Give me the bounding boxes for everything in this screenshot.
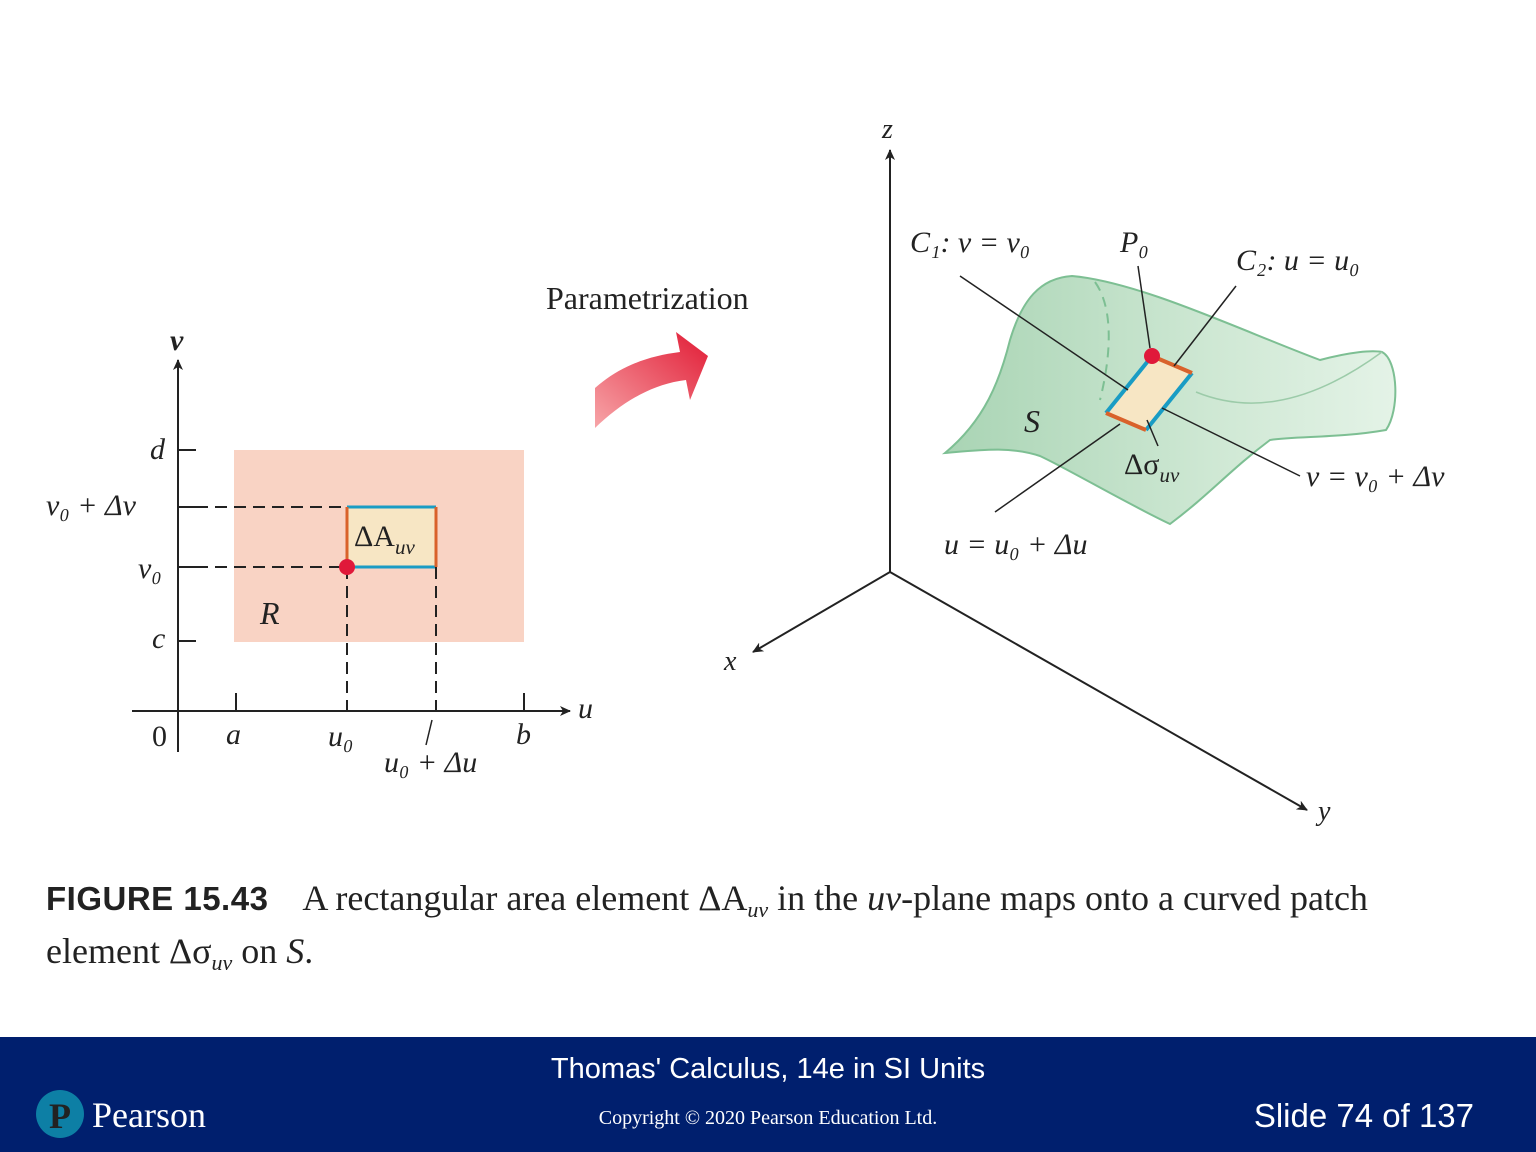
caption-plane-symbol: uv	[867, 878, 902, 918]
caption-text-3: -plane maps onto a curved patch element	[46, 878, 1368, 971]
patch-element	[1106, 356, 1192, 430]
label-u0-du: u₀ + Δu	[384, 746, 477, 779]
curved-red-arrow	[595, 332, 708, 428]
label-origin: 0	[152, 720, 167, 753]
label-surface-s: S	[1024, 403, 1040, 439]
slide-footer: P Pearson Thomas' Calculus, 14e in SI Un…	[0, 1037, 1536, 1152]
label-axis-y: y	[1315, 796, 1331, 827]
leader-c2	[1173, 285, 1237, 367]
leader-patch	[1146, 419, 1159, 447]
leader-u-edge	[994, 423, 1121, 513]
label-parametrization: Parametrization	[546, 280, 749, 316]
label-axis-u: u	[578, 692, 593, 725]
svg-text:P: P	[49, 1096, 71, 1136]
leader-p0	[1137, 265, 1151, 349]
copyright: Copyright © 2020 Pearson Education Ltd.	[598, 1107, 938, 1129]
label-c2: C₂: u = u₀	[1236, 244, 1360, 277]
surface-hidden-curve	[1094, 281, 1110, 401]
leader-v-edge	[1161, 407, 1301, 477]
label-axis-z: z	[881, 114, 893, 145]
book-title: Thomas' Calculus, 14e in SI Units	[550, 1053, 986, 1085]
label-a: a	[226, 718, 241, 751]
uv-plane-figure: v u d v₀ + Δv v₀ c 0 a u₀ u₀ + Δu b R ΔA…	[46, 324, 593, 779]
caption-surface-symbol: S	[286, 931, 305, 971]
label-p0: P₀	[1119, 226, 1149, 259]
caption-text-1: A rectangular area element	[302, 878, 699, 918]
figure-caption: FIGURE 15.43 A rectangular area element Δ…	[46, 872, 1486, 978]
label-b: b	[516, 718, 531, 751]
caption-patch-symbol: Δσuv	[168, 931, 233, 975]
label-axis-v: v	[170, 324, 184, 357]
slide-number: Slide 74 of 137	[1253, 1097, 1474, 1134]
x-axis	[752, 571, 891, 653]
caption-area-symbol: ΔAuv	[698, 878, 769, 922]
label-axis-x: x	[723, 646, 737, 677]
label-v0: v₀	[138, 552, 162, 585]
pearson-wordmark: Pearson	[92, 1095, 206, 1135]
leader-u0-du	[425, 719, 433, 746]
label-d: d	[150, 433, 166, 466]
area-element-rect	[347, 507, 436, 567]
caption-text-4: on	[232, 931, 287, 971]
point-p0	[1144, 348, 1160, 364]
point-u0-v0	[339, 559, 355, 575]
figure-canvas: v u d v₀ + Δv v₀ c 0 a u₀ u₀ + Δu b R ΔA…	[46, 114, 1445, 827]
surface-fold-line	[1195, 351, 1383, 404]
label-area-element: ΔAuv	[354, 520, 415, 559]
label-patch: Δσuv	[1124, 448, 1180, 487]
label-u-edge: u = u₀ + Δu	[944, 528, 1088, 561]
surface-figure: z x y C₁: v = v₀ P₀ C₂: u = u₀ S Δσuv v …	[723, 114, 1445, 827]
patch-edge-right	[1144, 371, 1194, 432]
pearson-p-icon: P	[36, 1090, 84, 1138]
patch-edge-bottom	[1105, 411, 1147, 432]
label-v-edge: v = v₀ + Δv	[1306, 460, 1445, 493]
leader-c1	[959, 275, 1129, 391]
pearson-logo: P Pearson	[36, 1090, 236, 1142]
patch-edge-left	[1104, 354, 1154, 415]
label-c: c	[152, 622, 165, 655]
label-v0-dv: v₀ + Δv	[46, 489, 137, 522]
y-axis	[889, 571, 1308, 811]
label-u0: u₀	[328, 720, 353, 753]
caption-text-2: in the	[768, 878, 868, 918]
figure-number: FIGURE 15.43	[46, 880, 269, 917]
caption-text-5: .	[304, 931, 314, 971]
label-c1: C₁: v = v₀	[910, 226, 1030, 259]
parametrization-arrow: Parametrization	[546, 280, 749, 428]
label-region-r: R	[259, 595, 280, 631]
